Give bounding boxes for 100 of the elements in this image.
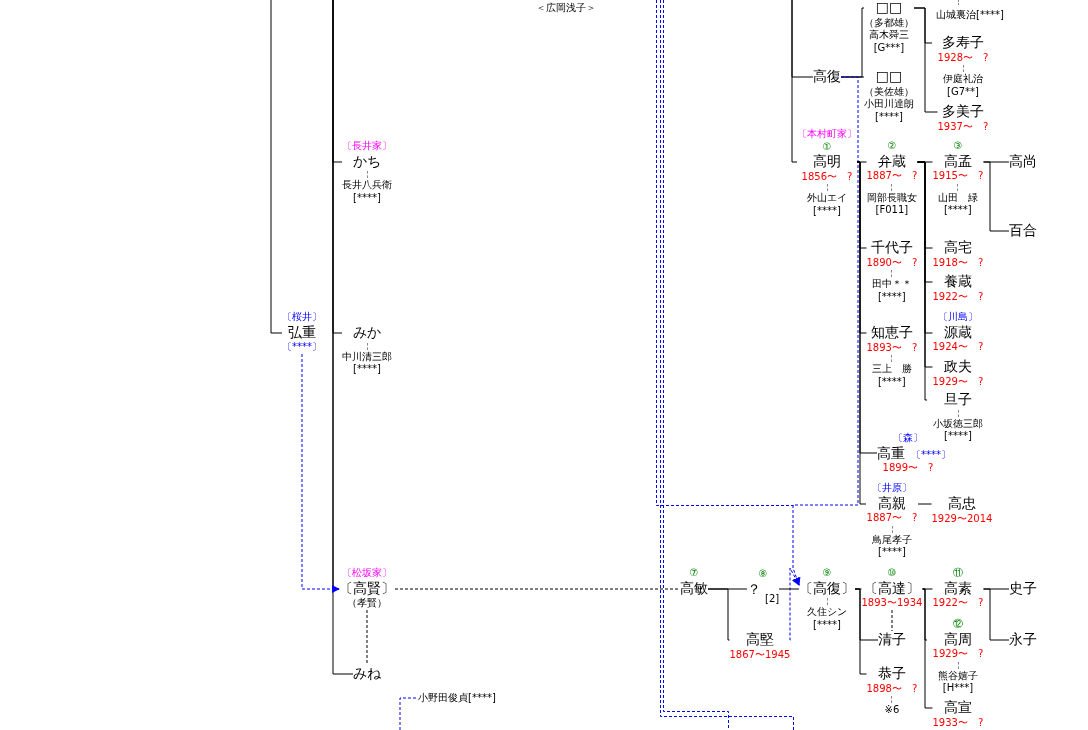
life-dates: 1893〜1934 [861, 597, 923, 610]
person-name: 〔高復〕 [799, 579, 855, 597]
person-name: 高敏 [680, 579, 708, 597]
name-note: （孝賢） [346, 597, 388, 610]
arrow [301, 353, 340, 593]
person-name: 養蔵 [942, 273, 973, 291]
life-dates: 1899〜 ? [881, 462, 935, 475]
connector-line [366, 609, 368, 666]
person-name: 史子 [1009, 580, 1037, 598]
person-name: 高尚 [1009, 153, 1037, 171]
name-note: 田中＊＊ [870, 278, 913, 291]
name-note: [****] [942, 204, 973, 217]
connector-line [917, 503, 932, 505]
person-name: 弁蔵 [876, 152, 907, 170]
person-name: 弘重 [287, 323, 317, 341]
name-note: （多都雄） [864, 16, 914, 29]
person-name: みか [352, 324, 382, 342]
name-note: 外山エイ [806, 192, 848, 205]
note-text: [2] [765, 592, 780, 604]
order-number: ⑧ [757, 568, 769, 581]
life-dates: 1887〜 ? [866, 512, 918, 525]
connector-line [917, 161, 928, 401]
person-name: 百合 [1009, 222, 1037, 240]
life-dates: 1918〜 ? [932, 256, 984, 269]
arrow [789, 567, 800, 641]
life-dates: 1893〜 ? [866, 341, 918, 354]
person-name: 高復 [813, 68, 841, 86]
connector-line [854, 588, 867, 675]
connector-line [983, 588, 1010, 641]
life-dates: 1915〜 ? [932, 170, 984, 183]
person-name: 高素 [942, 579, 973, 597]
connector-line [840, 76, 865, 78]
connector-line [913, 7, 938, 113]
person-name: 多寿子 [941, 34, 985, 52]
life-dates: 1887〜 ? [866, 170, 918, 183]
name-note: 長井八兵衛 [342, 179, 392, 192]
name-note: 三上 勝 [870, 363, 913, 376]
family-label: 〔本村町家〕 [797, 128, 857, 141]
name-note: [****] [812, 618, 842, 631]
note-text: 〔****〕 [911, 448, 951, 460]
arrow [792, 76, 859, 586]
name-note: [G***] [872, 41, 906, 54]
life-dates: 1929〜 ? [931, 648, 985, 661]
connector-line [891, 609, 893, 632]
person-name: 高親 [877, 494, 907, 512]
surname-tag: 〔****〕 [282, 341, 322, 354]
connector-line [983, 161, 1010, 232]
life-dates: 1933〜 ? [932, 716, 984, 729]
name-note: （美佐雄） [864, 85, 914, 98]
surname-tag: 〔川島〕 [932, 311, 984, 324]
order-number: ② [886, 140, 898, 153]
person-name: □□ [874, 68, 904, 86]
person-name: みね [353, 665, 381, 683]
person-name: 千代子 [869, 239, 914, 257]
name-note: [****] [876, 375, 907, 388]
person-name: 源蔵 [942, 323, 973, 341]
name-note: ※6 [883, 704, 901, 717]
life-dates: 1929〜 ? [932, 375, 984, 388]
person-name: 政夫 [942, 358, 973, 376]
order-number: ① [821, 140, 833, 153]
life-dates: 1856〜 ? [800, 170, 854, 183]
name-note: 山田 緑 [936, 191, 979, 204]
person-name: 高堅 [744, 631, 775, 649]
name-note: 熊谷嬉子[H***] [937, 669, 979, 695]
name-note: 中川清三郎 [342, 350, 392, 363]
life-dates: 1929〜2014 [931, 512, 993, 525]
connector-line [394, 588, 681, 590]
name-note: [****] [812, 204, 842, 217]
connector-line [707, 588, 730, 641]
name-note: 久住シン [806, 606, 848, 619]
life-dates: 1924〜 ? [932, 341, 984, 354]
person-name: 〔高賢〕 [339, 579, 395, 597]
person-name: 高忠 [946, 495, 977, 513]
name-note: 伊庭礼治[G7**] [942, 73, 984, 98]
name-note: [****] [876, 290, 907, 303]
person-name: 〔高達〕 [862, 579, 921, 597]
person-name: 高周 [943, 630, 973, 648]
person-name: 高孟 [942, 152, 973, 170]
person-name: 多美子 [940, 103, 985, 121]
connector-line [922, 588, 933, 709]
name-note: [****] [874, 110, 904, 123]
person-name: 旦子 [943, 391, 973, 409]
connector-line [399, 697, 419, 730]
person-name: 高明 [812, 153, 842, 171]
name-note: 高木舜三 [868, 29, 910, 42]
name-note: 小田川達朗 [864, 98, 914, 111]
person-name: 高宣 [942, 699, 973, 717]
family-label: 〔長井家〕 [342, 140, 392, 153]
order-number: ③ [952, 140, 964, 153]
person-name: 高重 [877, 444, 905, 461]
person-name: 永子 [1009, 631, 1037, 649]
connector-line [270, 0, 283, 334]
order-number: ⑪ [951, 567, 964, 580]
order-number: ⑫ [952, 618, 964, 631]
person-name: □□ [874, 0, 904, 17]
person-name: 恭子 [876, 665, 907, 683]
name-note: [****] [352, 191, 382, 204]
life-dates: 1928〜 ? [936, 51, 990, 64]
order-number: ⑦ [688, 567, 700, 580]
name-note: 鳥尾孝子[****] [871, 533, 913, 559]
